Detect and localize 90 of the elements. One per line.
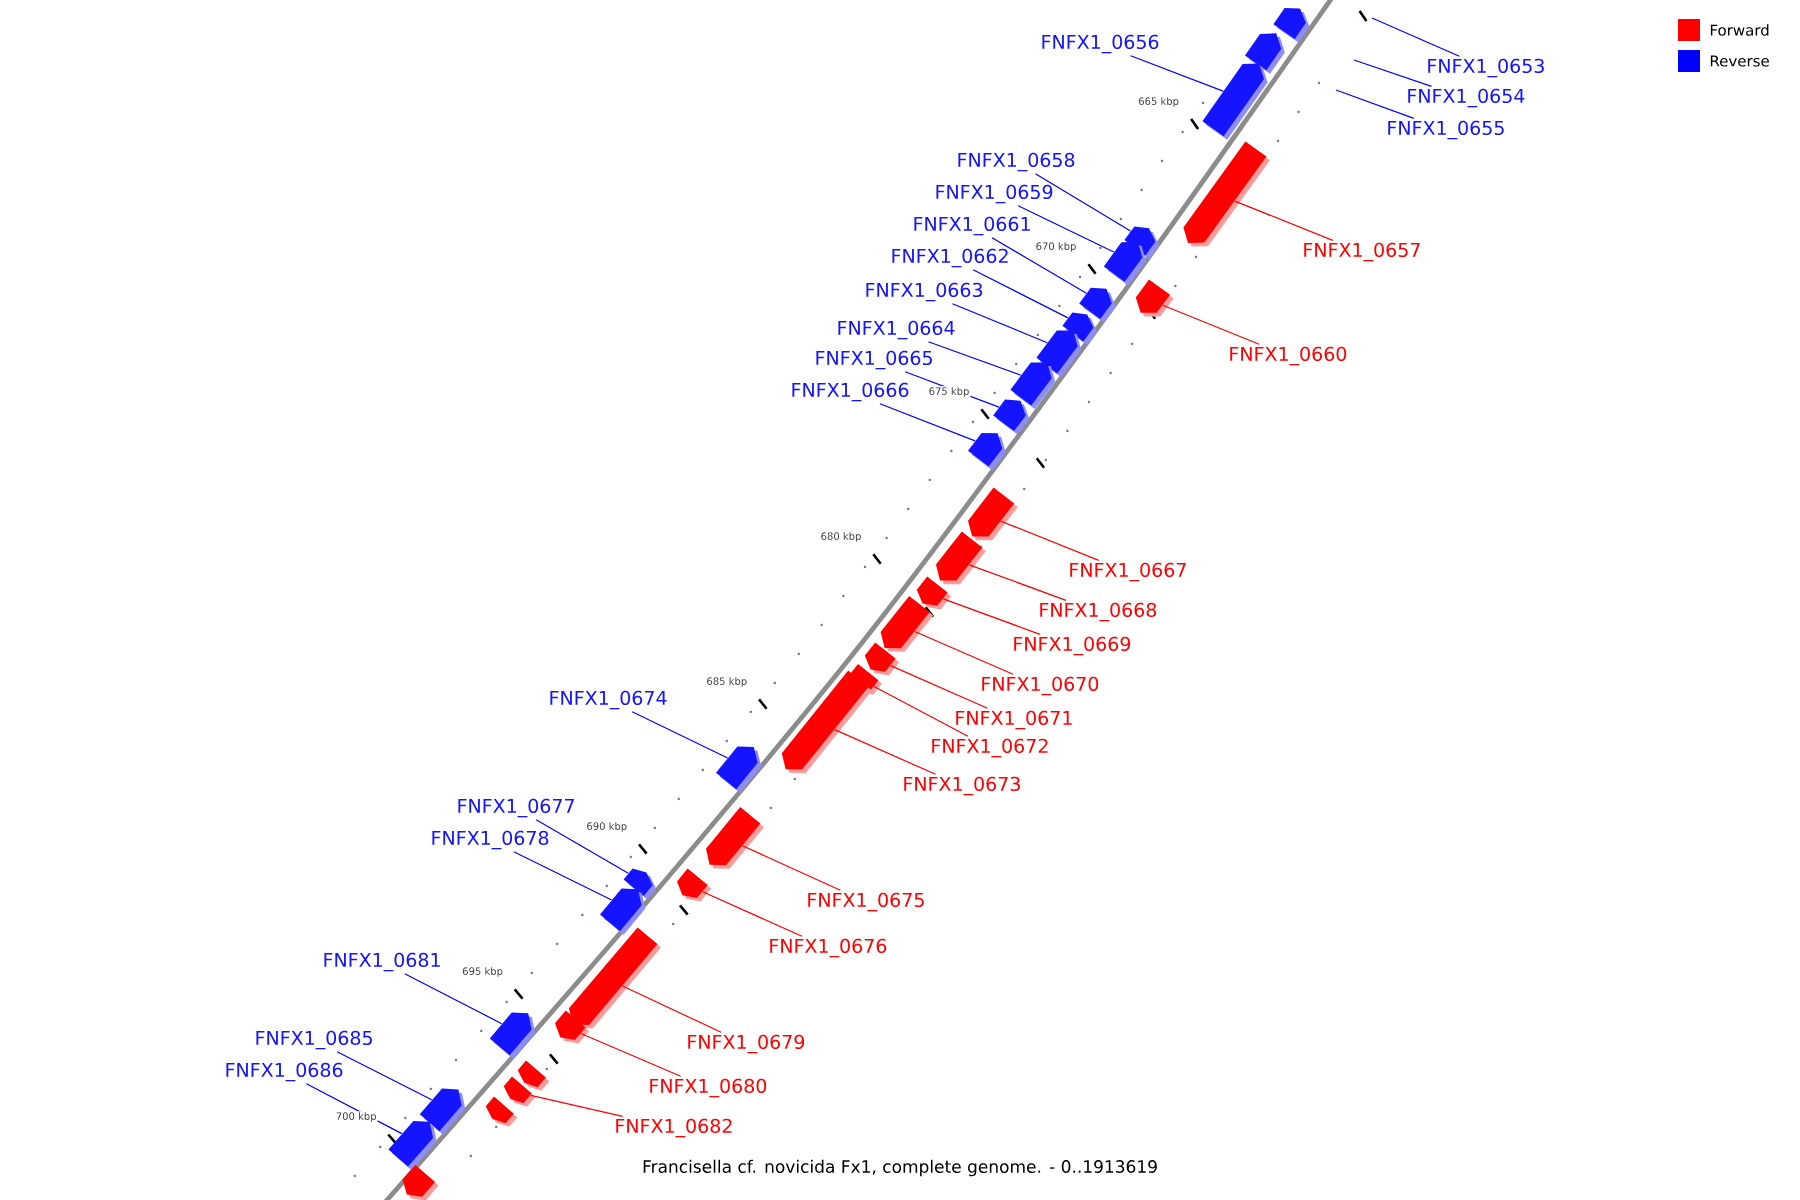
leader-line	[1000, 520, 1100, 561]
gene-block	[1202, 63, 1268, 140]
gene-label: FNFX1_0675	[808, 892, 924, 912]
leader-line	[305, 1083, 403, 1135]
gene-label: FNFX1_0669	[1014, 636, 1131, 656]
gene-block	[1135, 279, 1174, 317]
gene-block	[781, 670, 872, 774]
gene-label: FNFX1_0678	[432, 830, 549, 850]
gene-label: FNFX1_0670	[982, 676, 1099, 696]
gene-label: FNFX1_0674	[550, 690, 667, 710]
leader-line	[513, 851, 613, 901]
leader-line	[951, 303, 1048, 344]
gene-block	[936, 531, 986, 585]
leader-line	[873, 685, 969, 737]
gene-block	[1183, 141, 1270, 247]
gene-label: FNFX1_0654	[1408, 88, 1525, 108]
gene-label: FNFX1_0660	[1230, 346, 1347, 366]
gene-block	[968, 433, 1006, 471]
caption: Francisella cf. novicida Fx1, complete genome. - 0..1913619	[643, 1159, 1157, 1177]
gene-block	[677, 868, 712, 902]
leader-line	[991, 237, 1087, 294]
gene-block	[916, 576, 952, 610]
leader-line	[968, 564, 1067, 601]
gene-block	[880, 596, 934, 652]
gene-block	[569, 927, 661, 1029]
gene-block	[1010, 362, 1056, 409]
leader-line	[1130, 55, 1224, 92]
gene-block	[388, 1121, 437, 1171]
gene-label: FNFX1_0666	[792, 382, 909, 402]
gene-label: FNFX1_0656	[1042, 34, 1159, 54]
gene-block	[489, 1012, 536, 1059]
gene-label: FNFX1_0686	[226, 1062, 343, 1082]
leader-line	[535, 819, 629, 874]
gene-block	[555, 1010, 590, 1044]
gene-label: FNFX1_0680	[650, 1078, 767, 1098]
leader-line	[914, 630, 1014, 675]
leader-line	[927, 341, 1022, 376]
leader-line	[1034, 173, 1132, 232]
gene-label: FNFX1_0657	[1304, 242, 1420, 262]
gene-label: FNFX1_0671	[956, 710, 1072, 730]
leader-line	[942, 598, 1041, 635]
gene-label: FNFX1_0653	[1428, 58, 1544, 78]
gene-label: FNFX1_0679	[688, 1034, 805, 1054]
gene-label: FNFX1_0676	[770, 938, 887, 958]
leader-line	[404, 973, 503, 1025]
leader-line	[904, 371, 1000, 408]
gene-block	[716, 746, 762, 793]
gene-block	[1273, 8, 1310, 43]
gene-label: FNFX1_0658	[958, 152, 1075, 172]
gene-label: FNFX1_0673	[904, 776, 1020, 796]
gene-label: FNFX1_0677	[458, 798, 574, 818]
gene-label: FNFX1_0681	[324, 952, 440, 972]
gene-block	[968, 487, 1018, 541]
gene-label: FNFX1_0667	[1070, 562, 1186, 582]
leader-line	[890, 665, 989, 709]
gene-block	[993, 399, 1030, 435]
gene-block	[485, 1096, 518, 1127]
leader-line	[742, 845, 841, 891]
leader-line	[530, 1094, 624, 1117]
leader-line	[1017, 205, 1115, 253]
gene-label: FNFX1_0655	[1388, 120, 1504, 140]
leader-line	[879, 403, 976, 442]
leader-line	[834, 729, 937, 775]
leader-line	[336, 1051, 433, 1101]
leader-line	[580, 1032, 682, 1077]
gene-label: FNFX1_0685	[256, 1030, 372, 1050]
leader-line	[631, 711, 729, 759]
gene-block	[1079, 287, 1116, 323]
gene-block	[517, 1060, 550, 1091]
gene-label: FNFX1_0668	[1040, 602, 1157, 622]
leader-line	[972, 269, 1069, 319]
gene-block	[503, 1076, 536, 1107]
leader-line	[702, 891, 803, 937]
gene-block	[706, 807, 764, 869]
gene-label: FNFX1_0664	[838, 320, 955, 340]
leader-line	[1353, 59, 1433, 87]
gene-block	[402, 1165, 439, 1200]
leader-line	[1162, 304, 1260, 345]
gene-label: FNFX1_0665	[816, 350, 932, 370]
gene-label: FNFX1_0663	[866, 282, 983, 302]
leader-line	[1335, 89, 1415, 119]
gene-label: FNFX1_0662	[892, 248, 1008, 268]
gene-label: FNFX1_0659	[936, 184, 1053, 204]
leader-line	[1234, 200, 1334, 241]
leader-line	[621, 985, 722, 1033]
leader-line	[1371, 17, 1460, 57]
gene-label: FNFX1_0682	[616, 1118, 732, 1138]
gene-label: FNFX1_0672	[932, 738, 1048, 758]
gene-label: FNFX1_0661	[914, 216, 1030, 236]
gene-block	[864, 642, 900, 676]
